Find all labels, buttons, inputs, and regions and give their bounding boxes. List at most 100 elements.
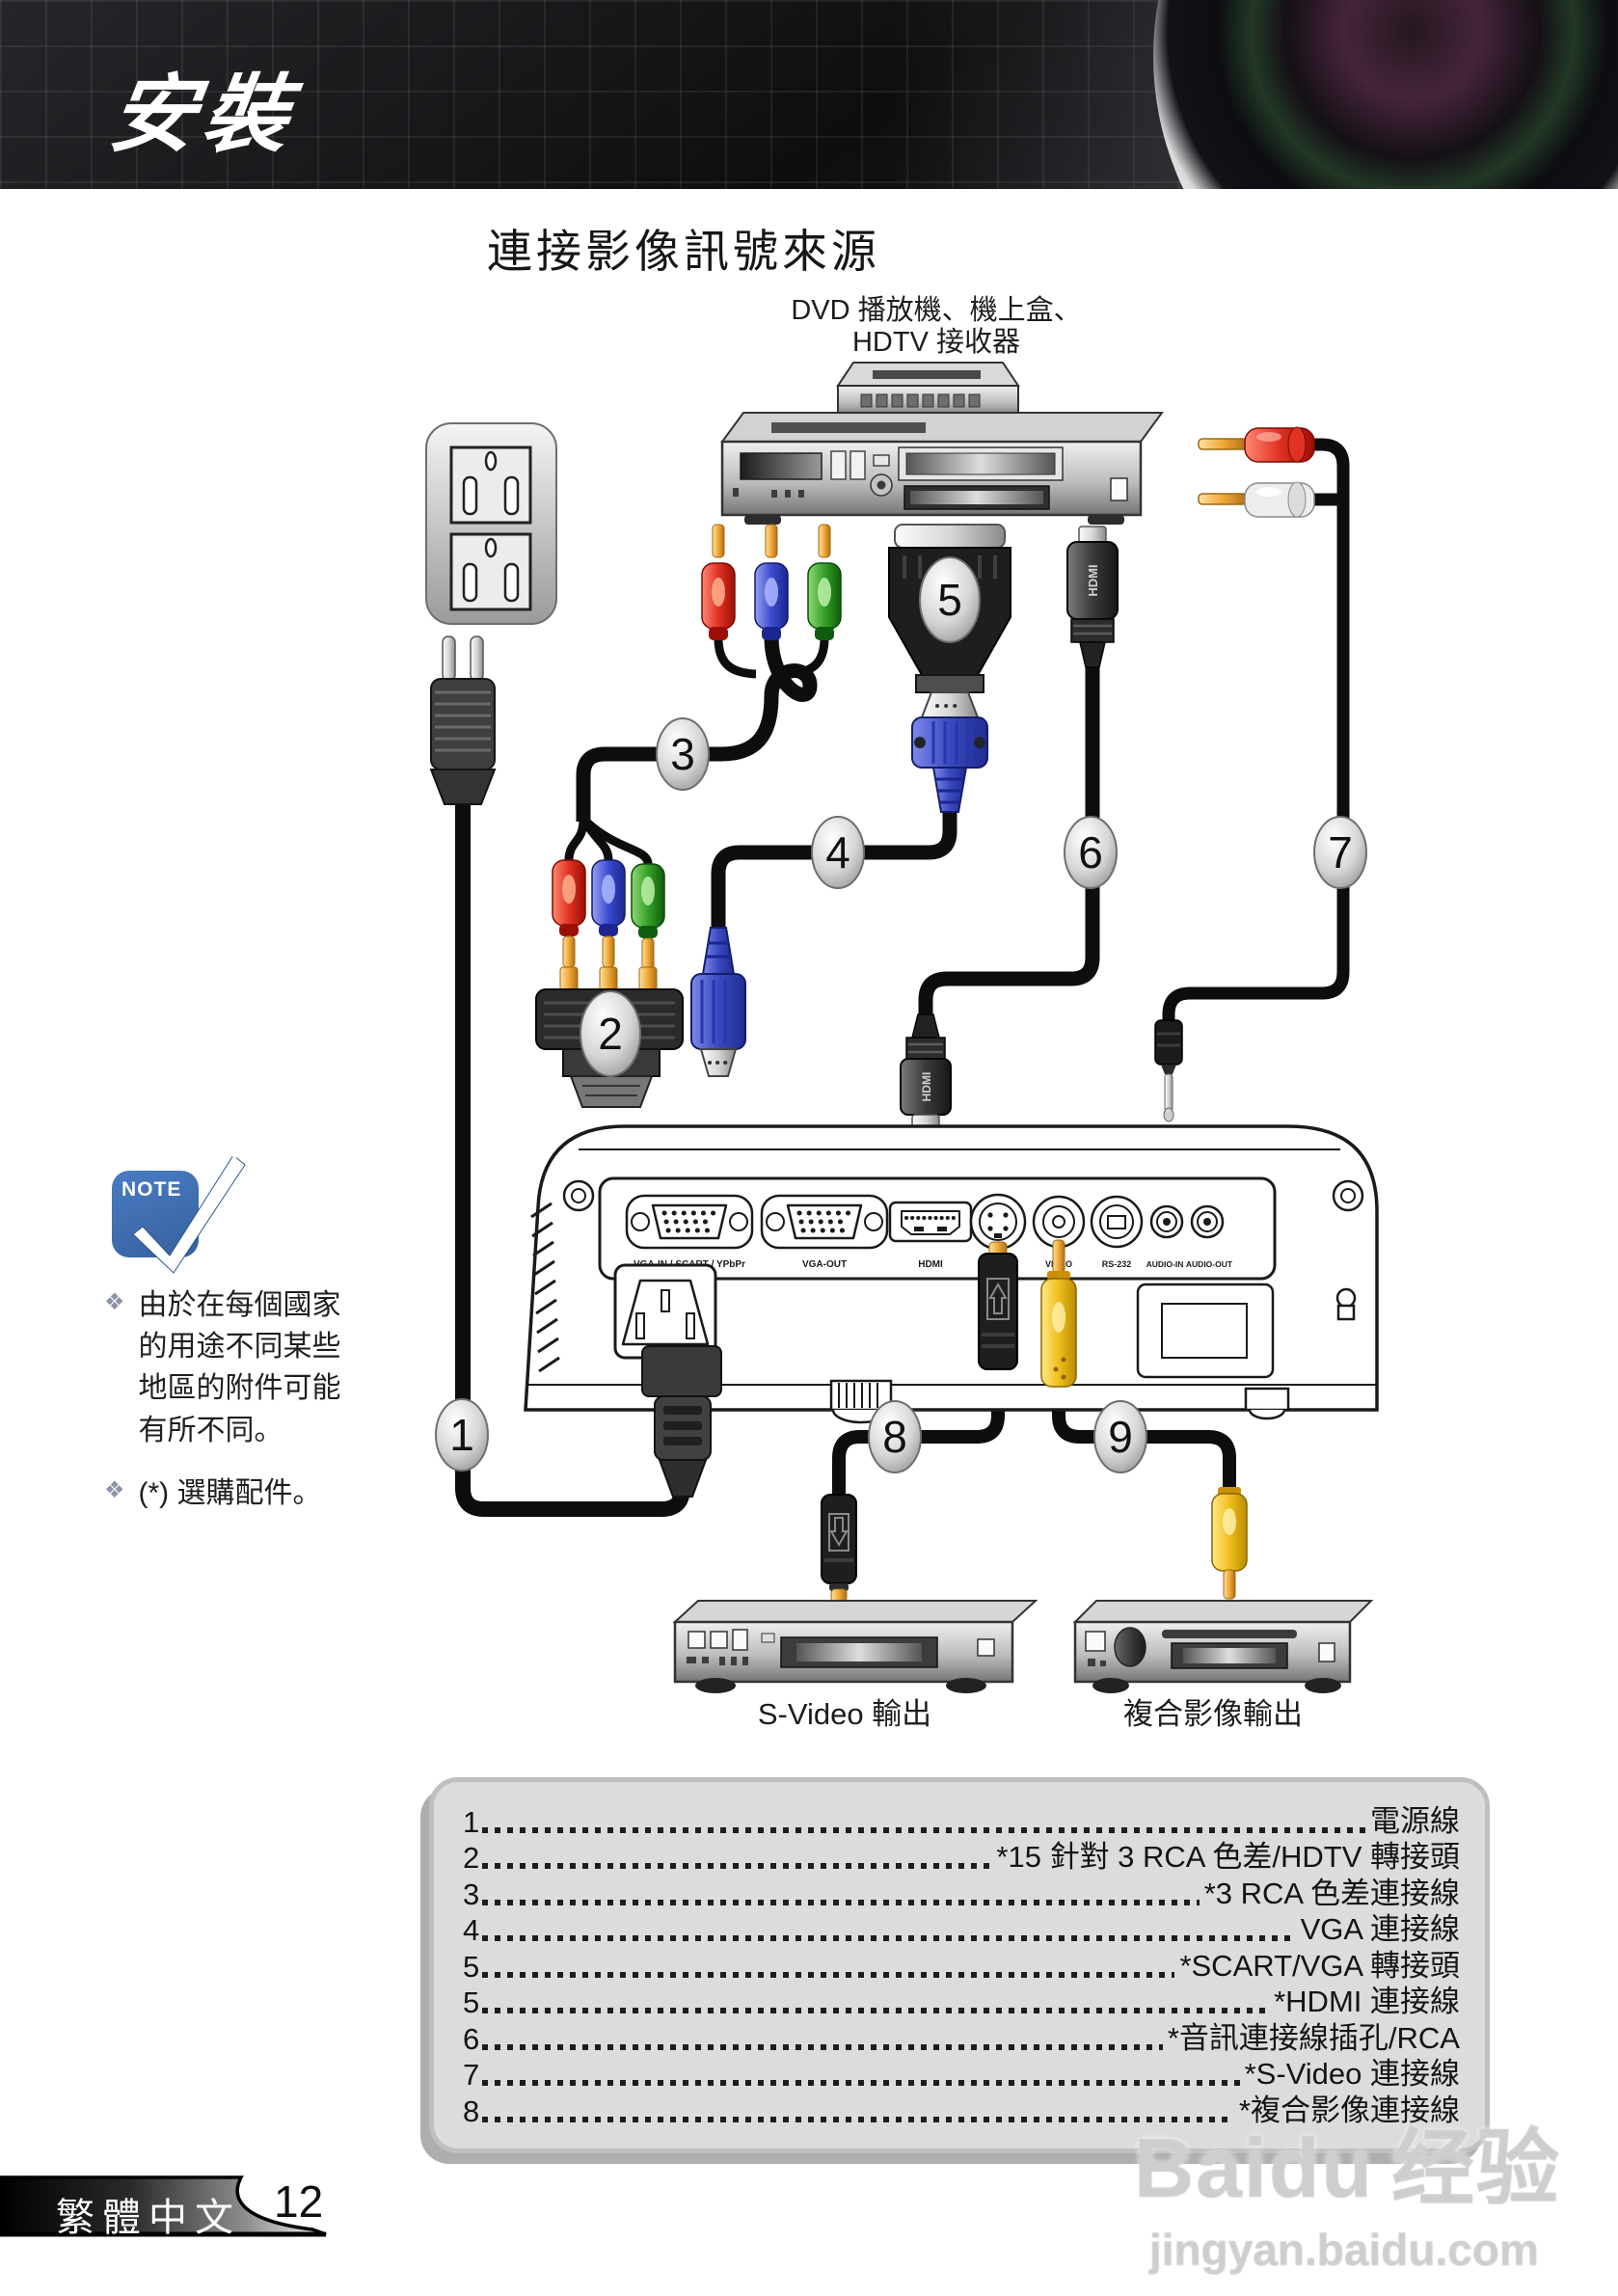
diamond-bullet-icon: ❖ (104, 1476, 125, 1503)
composite-out-label: 複合影像輸出 (1123, 1697, 1303, 1731)
kensington-lock-icon (1335, 1287, 1357, 1321)
legend-item-label: *HDMI 連接線 (1274, 1985, 1460, 2018)
legend-row: 8 *複合影像連接線 (463, 2093, 1460, 2129)
hdmi-connector-upper: HDMI (1066, 526, 1119, 668)
page-header: 安裝 (0, 0, 1618, 189)
audio-jack-connector (1154, 1019, 1183, 1122)
dotted-leader (482, 1863, 992, 1869)
dotted-leader (482, 1971, 1175, 1978)
component-link-cable (564, 635, 829, 865)
svg-text:8: 8 (882, 1412, 907, 1462)
legend-item-number: 6 (463, 2021, 480, 2056)
composite-plug-lower (1211, 1487, 1248, 1600)
audio-out-port (1190, 1204, 1225, 1239)
video-port (1032, 1195, 1086, 1249)
legend-row: 5 *SCART/VGA 轉接頭 (463, 1948, 1460, 1985)
legend-item-number: 5 (463, 1985, 480, 2019)
legend-row: 5 *HDMI 連接線 (463, 1985, 1460, 2021)
power-connector (641, 1345, 722, 1498)
vga-out-port (760, 1194, 889, 1250)
watermark-url: jingyan.baidu.com (1149, 2225, 1539, 2275)
hdmi-connector-label: HDMI (920, 1072, 933, 1102)
dotted-leader (482, 2080, 1240, 2086)
legend-row: 6 *音訊連接線插孔/RCA (463, 2020, 1460, 2057)
ac-power-inlet (613, 1263, 717, 1360)
note-icon-label: NOTE (121, 1178, 182, 1201)
note-item: ❖ (*) 選購配件。 (104, 1472, 374, 1514)
checkmark-icon (132, 1128, 262, 1274)
source-device-label: DVD 播放機、機上盒、 HDTV 接收器 (777, 295, 1095, 360)
dotted-leader (482, 2116, 1234, 2122)
callout-4: 4 (811, 816, 865, 889)
callout-3: 3 (656, 717, 710, 791)
legend-row: 4 VGA 連接線 (463, 1912, 1460, 1949)
page-number: 12 (274, 2176, 324, 2227)
source-device-line1: DVD 播放機、機上盒、 (791, 295, 1082, 326)
legend-row: 2 *15 針對 3 RCA 色差/HDTV 轉接頭 (463, 1840, 1460, 1877)
note-item: ❖ 由於在每個國家的用途不同某些地區的附件可能有所不同。 (104, 1284, 374, 1451)
legend-item-label: *S-Video 連接線 (1244, 2057, 1460, 2091)
wall-outlet (425, 422, 557, 625)
svg-text:9: 9 (1108, 1412, 1133, 1462)
legend-item-number: 8 (463, 2093, 480, 2128)
footer-ribbon (0, 2175, 327, 2237)
legend-item-number: 3 (463, 1877, 480, 1911)
legend-item-label: 電源線 (1370, 1803, 1460, 1838)
dvd-player (720, 412, 1164, 525)
vga-in-port (625, 1194, 754, 1250)
port-label-hdmi: HDMI (918, 1259, 943, 1270)
svg-text:4: 4 (825, 827, 850, 878)
legend-item-label: *SCART/VGA 轉接頭 (1179, 1948, 1460, 1983)
footer-language: 繁體中文 (56, 2197, 241, 2239)
note-block: NOTE ❖ 由於在每個國家的用途不同某些地區的附件可能有所不同。 ❖ (*) … (104, 1128, 374, 1514)
legend-item-number: 4 (463, 1913, 480, 1947)
note-text: (*) 選購配件。 (138, 1476, 322, 1509)
legend-item-label: *複合影像連接線 (1238, 2093, 1460, 2127)
svg-text:5: 5 (937, 575, 962, 625)
callout-9: 9 (1093, 1400, 1147, 1473)
svg-text:2: 2 (598, 1009, 623, 1059)
legend-row: 1 電源線 (463, 1803, 1460, 1840)
svideo-source-player (672, 1600, 1038, 1693)
s-video-port (969, 1193, 1027, 1251)
rear-foot (1244, 1387, 1290, 1420)
dotted-leader (482, 2043, 1163, 2050)
projector-lens-photo (1153, 0, 1618, 189)
power-plug (429, 635, 497, 805)
dotted-leader (482, 1826, 1365, 1833)
svg-text:1: 1 (449, 1410, 474, 1460)
svideo-plug-upper (978, 1241, 1018, 1370)
hdmi-cable (918, 665, 1100, 1017)
dotted-leader (482, 1935, 1296, 1941)
vga-connector-upper (911, 691, 988, 813)
note-icon: NOTE (112, 1128, 262, 1274)
audio-cable (1162, 438, 1350, 1022)
callout-2: 2 (580, 990, 641, 1077)
audio-rca-plugs (1198, 426, 1315, 518)
legend-item-number: 1 (463, 1804, 480, 1839)
hdmi-connector-lower: HDMI (900, 1013, 952, 1131)
legend-item-label: *音訊連接線插孔/RCA (1167, 2020, 1460, 2055)
component-cable-plugs-lower (552, 859, 665, 970)
svg-text:6: 6 (1078, 827, 1103, 878)
legend-item-label: *15 針對 3 RCA 色差/HDTV 轉接頭 (996, 1840, 1460, 1874)
source-device-line2: HDTV 接收器 (851, 327, 1020, 359)
port-label-audio-out: AUDIO-OUT (1186, 1259, 1233, 1269)
rs232-port (1090, 1195, 1144, 1249)
note-text: 由於在每個國家的用途不同某些地區的附件可能有所不同。 (138, 1289, 341, 1446)
legend-item-number: 5 (463, 1949, 480, 1984)
dotted-leader (482, 1899, 1200, 1905)
legend-item-number: 2 (463, 1841, 480, 1875)
svg-text:3: 3 (670, 729, 695, 779)
port-label-audio-in: AUDIO-IN (1146, 1259, 1184, 1269)
legend-row: 7 *S-Video 連接線 (463, 2057, 1460, 2093)
callout-6: 6 (1064, 816, 1118, 889)
svideo-plug-lower (821, 1494, 857, 1603)
callout-5: 5 (919, 556, 981, 643)
callout-1: 1 (435, 1398, 489, 1472)
hdmi-port (888, 1201, 973, 1243)
watermark-brand: Baidu (1134, 2122, 1374, 2215)
